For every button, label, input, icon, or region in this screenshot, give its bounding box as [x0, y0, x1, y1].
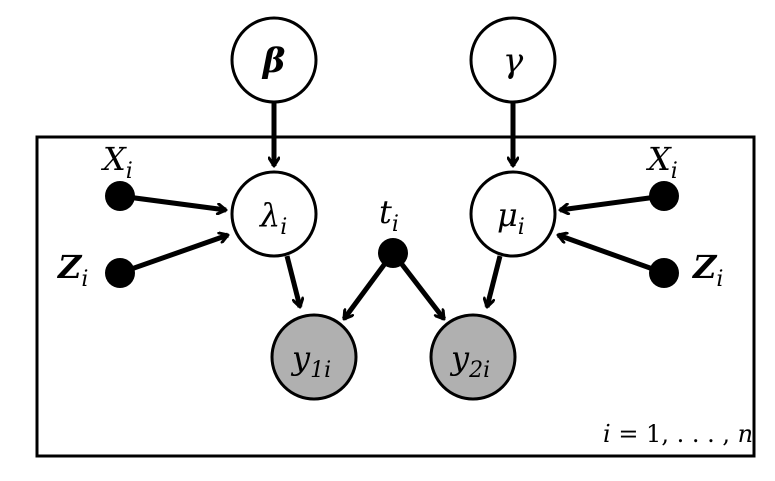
node-gamma: γ: [469, 16, 557, 104]
edge-t-y2: [392, 252, 446, 321]
node-x-right-label: Xi: [645, 140, 678, 184]
edge-xleft-lambda: [119, 193, 226, 210]
node-mu: μi: [469, 170, 557, 258]
edge-zright-mu: [558, 235, 665, 276]
node-y1-label: y1i: [290, 339, 331, 383]
node-beta-label: β: [261, 41, 286, 81]
node-y2: y2i: [429, 313, 517, 401]
edge-xright-mu: [560, 193, 665, 210]
plate: [35, 135, 756, 458]
node-z-left-label: Zi: [56, 248, 88, 292]
edge-zleft-lambda: [119, 235, 228, 276]
node-t-label: ti: [379, 193, 399, 237]
edge-lambda-y1: [284, 255, 300, 307]
node-x-left-label: Xi: [100, 140, 133, 184]
node-z-right-label: Zi: [691, 248, 723, 292]
node-y2-label: y2i: [449, 339, 490, 383]
node-mu-label: μi: [497, 196, 525, 240]
node-x-right: Xi: [645, 140, 679, 211]
node-lambda: λi: [230, 170, 318, 258]
edges: [119, 101, 665, 321]
node-lambda-label: λi: [258, 196, 287, 240]
node-gamma-label: γ: [503, 41, 524, 81]
plate-label: i = 1, . . . , n: [603, 420, 753, 448]
node-beta: β: [230, 16, 318, 104]
edge-mu-y2: [487, 255, 503, 307]
node-y1: y1i: [270, 313, 358, 401]
node-t: ti: [378, 193, 408, 268]
node-x-left: Xi: [100, 140, 135, 211]
node-z-left: Zi: [56, 248, 135, 292]
node-z-right: Zi: [649, 248, 723, 292]
